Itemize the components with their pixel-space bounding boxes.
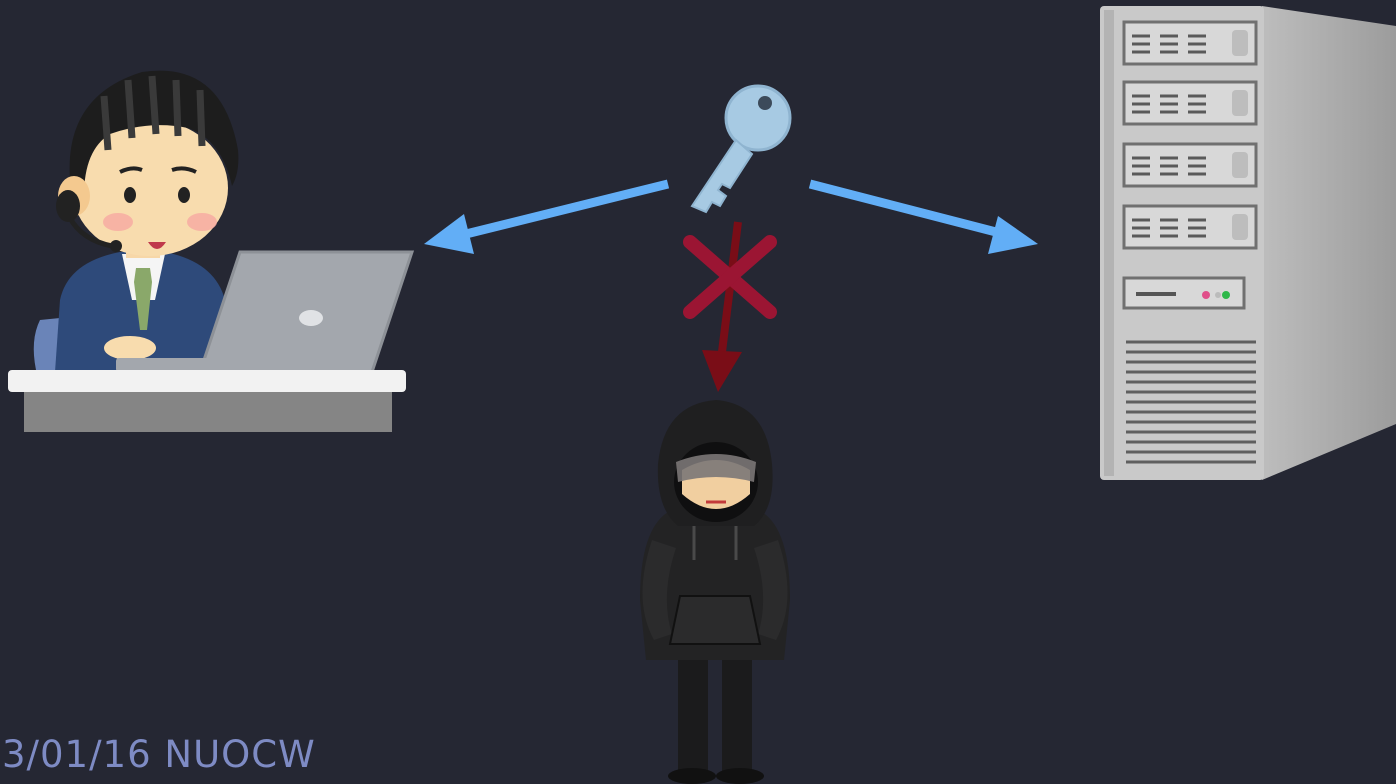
operator-at-laptop-icon [8, 71, 412, 432]
key-icon [692, 86, 790, 212]
arrow-to-attacker-blocked [702, 222, 742, 392]
server-rack-icon [1100, 6, 1396, 480]
arrow-to-user [424, 184, 668, 254]
arrow-to-server [810, 184, 1038, 254]
hooded-hacker-icon [640, 400, 790, 784]
slide-footer-date: 3/01/16 NUOCW [2, 733, 316, 776]
